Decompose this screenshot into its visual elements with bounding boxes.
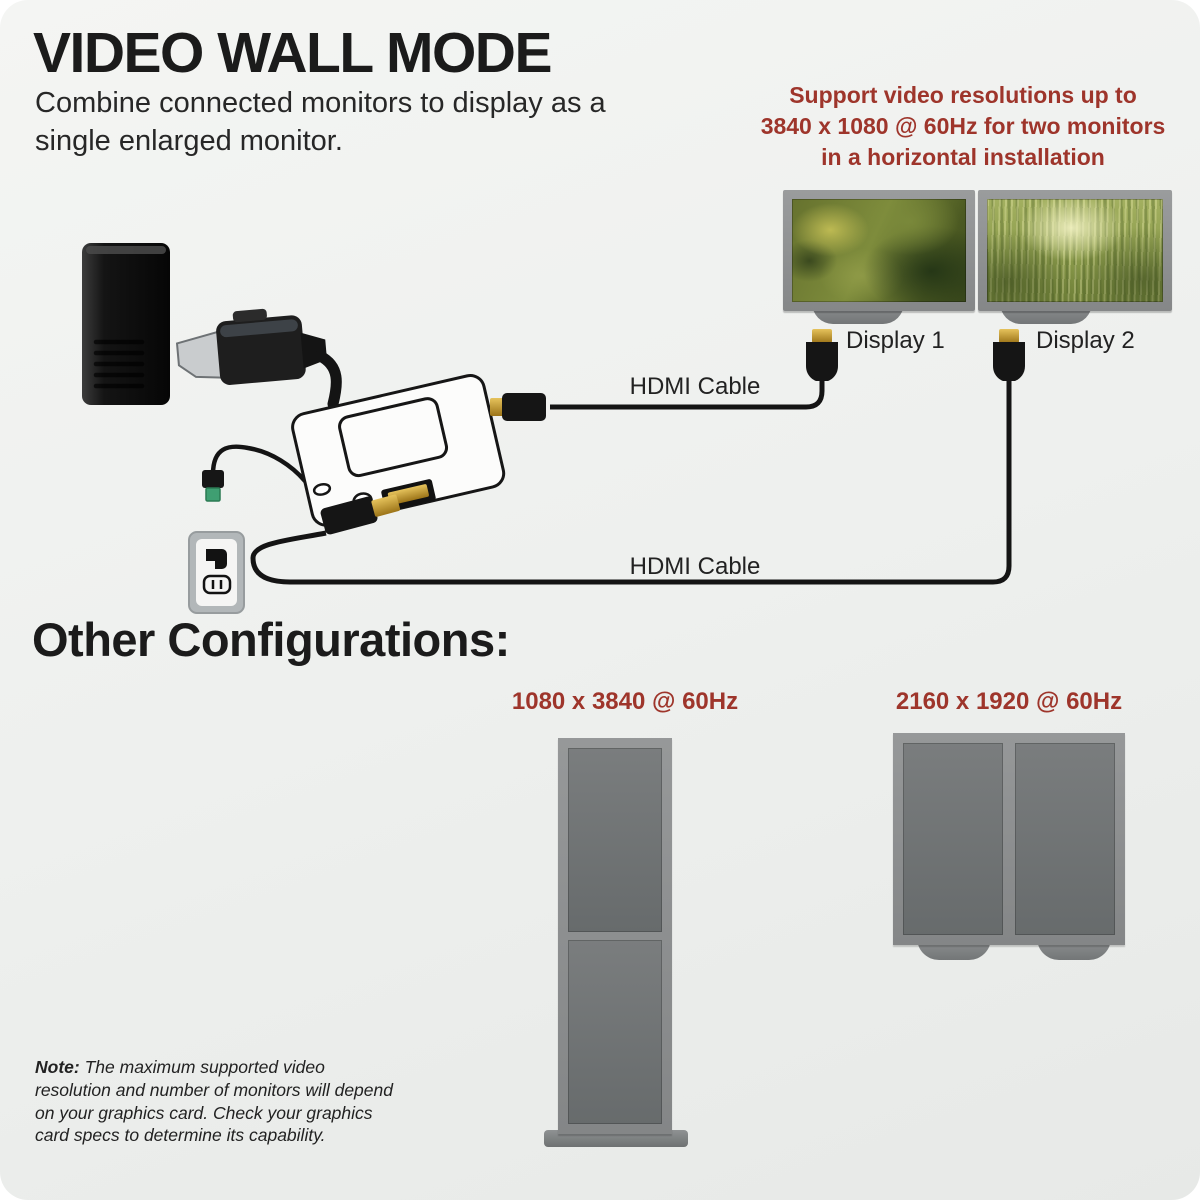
portrait-config-monitors: [893, 733, 1125, 945]
display-2-screen-photo: [987, 199, 1163, 302]
portrait-config-label: 2160 x 1920 @ 60Hz: [895, 688, 1123, 715]
hdmi-connector-splitter-out1-icon: [490, 393, 546, 421]
other-configurations-heading: Other Configurations:: [32, 613, 510, 666]
resolution-callout: Support video resolutions up to 3840 x 1…: [733, 80, 1193, 172]
usb-c-port-icon: [312, 482, 332, 496]
usb-power-plug-icon: [202, 470, 224, 502]
page-title: VIDEO WALL MODE: [33, 21, 552, 85]
vertical-config-screen-top: [568, 748, 662, 932]
hdmi-cable-bottom-label: HDMI Cable: [629, 553, 761, 580]
footnote-label: Note:: [35, 1057, 80, 1077]
portrait-config-screen-right: [1015, 743, 1115, 935]
displayport-connector-icon: [175, 308, 327, 385]
resolution-callout-line-1: Support video resolutions up to: [789, 82, 1137, 108]
computer-tower-icon: [82, 243, 170, 405]
footnote: Note: The maximum supported video resolu…: [35, 1056, 393, 1147]
power-cable: [210, 444, 308, 484]
power-outlet-icon: [188, 531, 245, 614]
portrait-config-screen-left: [903, 743, 1003, 935]
resolution-callout-line-3: in a horizontal installation: [821, 143, 1105, 170]
hdmi-cable-1: [550, 380, 825, 410]
vertical-config-monitors: [558, 738, 672, 1134]
display-1-screen-photo: [792, 199, 966, 302]
vertical-config-label: 1080 x 3840 @ 60Hz: [511, 688, 739, 715]
resolution-callout-line-2: 3840 x 1080 @ 60Hz for two monitors: [760, 112, 1166, 139]
hdmi-connector-splitter-out2-icon: [320, 494, 401, 535]
vertical-config-stand: [544, 1130, 688, 1147]
display-2-monitor: [978, 190, 1172, 311]
hdmi-cable-top-label: HDMI Cable: [629, 373, 761, 400]
hdmi-cable-2: [250, 380, 1012, 585]
vertical-config-screen-bottom: [568, 940, 662, 1124]
page-subtitle: Combine connected monitors to display as…: [35, 87, 606, 158]
display-1-label: Display 1: [846, 327, 945, 354]
footnote-text: The maximum supported video resolution a…: [35, 1057, 393, 1146]
hdmi-connector-display2-icon: [993, 329, 1025, 381]
display-1-monitor: [783, 190, 975, 311]
display-2-label: Display 2: [1036, 327, 1135, 354]
displayport-cable: [314, 350, 342, 410]
hdmi-connector-display1-icon: [806, 329, 838, 381]
